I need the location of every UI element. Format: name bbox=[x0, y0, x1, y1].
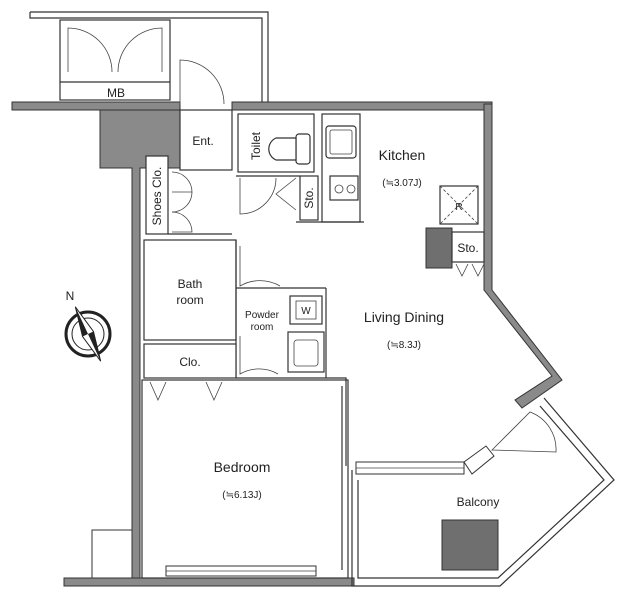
room-label-powder-1: Powder bbox=[245, 310, 280, 321]
door-swing-mb-left bbox=[67, 27, 113, 73]
door-swing-mb-right bbox=[117, 27, 163, 73]
room-label-kitchen-storage: Sto. bbox=[302, 187, 316, 208]
mb-closet bbox=[59, 19, 171, 101]
room-label-bath-2: room bbox=[176, 293, 203, 307]
balcony-window-corner bbox=[463, 445, 495, 475]
door-swing-powder bbox=[239, 336, 279, 375]
door-swing-entrance bbox=[179, 59, 225, 105]
room-label-mb: MB bbox=[107, 86, 125, 100]
washer-label: W bbox=[301, 306, 311, 317]
room-label-entrance: Ent. bbox=[192, 134, 213, 148]
living-dining: Living Dining (≒8.3J) bbox=[236, 309, 444, 466]
powder-room: Powder room W bbox=[235, 240, 327, 378]
room-area-bedroom: (≒6.13J) bbox=[222, 490, 262, 501]
room-area-living-dining: (≒8.3J) bbox=[387, 340, 421, 351]
room-label-toilet: Toilet bbox=[249, 131, 263, 160]
compass: N bbox=[64, 289, 112, 362]
room-label-closet: Clo. bbox=[179, 355, 200, 369]
closet: Clo. bbox=[143, 343, 237, 401]
mb-area: MB bbox=[29, 11, 269, 104]
room-label-living-storage: Sto. bbox=[457, 241, 478, 255]
compass-north-label: N bbox=[66, 289, 75, 303]
door-swing-toilet bbox=[239, 177, 277, 215]
toilet-bowl bbox=[268, 137, 297, 161]
bath-room: Bath room bbox=[143, 239, 237, 341]
shoes-closet: Shoes Clo. bbox=[145, 155, 232, 235]
room-label-shoes-closet: Shoes Clo. bbox=[150, 167, 164, 226]
room-area-kitchen: (≒3.07J) bbox=[382, 178, 422, 189]
kitchen-sink bbox=[325, 125, 357, 159]
entrance: Ent. bbox=[179, 59, 233, 171]
door-swing-bath bbox=[239, 246, 281, 287]
living-storage: Sto. bbox=[451, 231, 485, 277]
bedroom: Bedroom (≒6.13J) bbox=[141, 379, 349, 579]
room-label-kitchen: Kitchen bbox=[379, 147, 426, 163]
kitchen: Kitchen (≒3.07J) R bbox=[296, 113, 479, 225]
room-label-powder-2: room bbox=[251, 322, 274, 333]
room-label-bath-1: Bath bbox=[178, 277, 203, 291]
door-swing-balcony bbox=[491, 411, 557, 453]
kitchen-stove bbox=[329, 175, 359, 201]
refrigerator-label: R bbox=[455, 202, 462, 213]
room-label-bedroom: Bedroom bbox=[214, 459, 271, 475]
toilet-tank bbox=[295, 133, 311, 165]
balcony: Balcony bbox=[351, 397, 615, 587]
toilet: Toilet bbox=[236, 113, 315, 215]
room-label-living-dining: Living Dining bbox=[364, 309, 444, 325]
kitchen-storage: Sto. bbox=[275, 175, 319, 221]
room-label-balcony: Balcony bbox=[457, 495, 500, 509]
